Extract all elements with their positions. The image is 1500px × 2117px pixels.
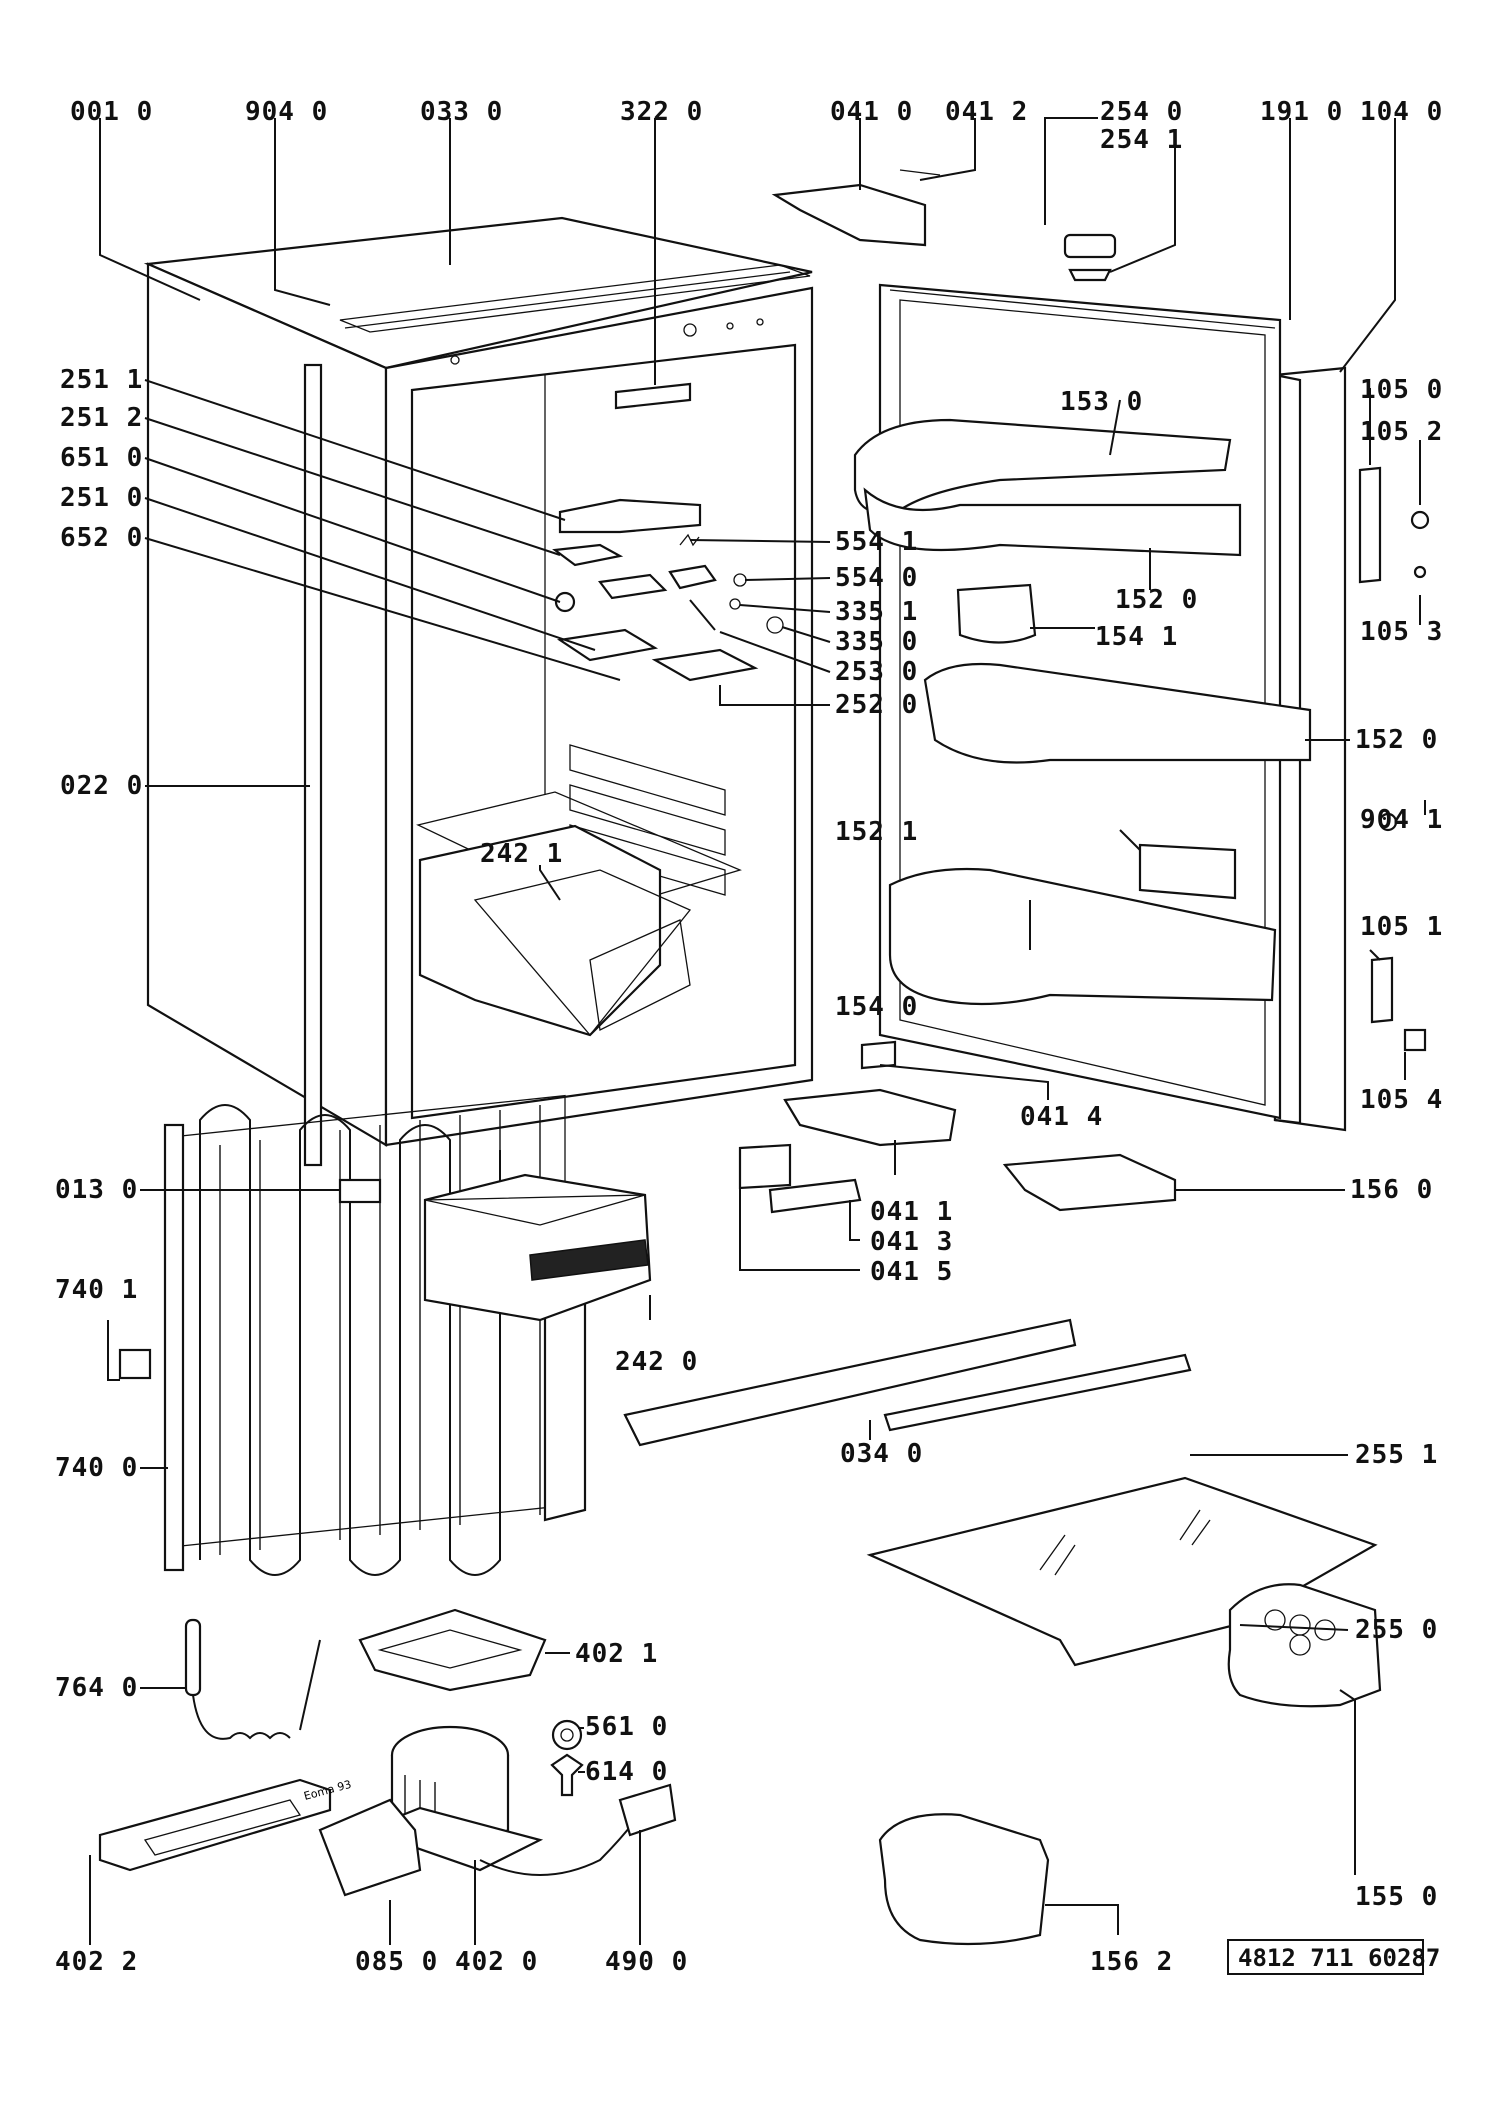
label-254-0: 254 0 bbox=[1100, 97, 1183, 127]
label-402-2: 402 2 bbox=[55, 1947, 138, 1977]
label-490-0: 490 0 bbox=[605, 1947, 688, 1977]
label-156-2: 156 2 bbox=[1090, 1947, 1173, 1977]
compressor bbox=[98, 1608, 677, 1897]
condenser-coil bbox=[118, 1094, 587, 1740]
label-251-2: 251 2 bbox=[60, 403, 143, 433]
label-105-1: 105 1 bbox=[1360, 912, 1443, 942]
label-105-4: 105 4 bbox=[1360, 1085, 1443, 1115]
label-253-0: 253 0 bbox=[835, 657, 918, 687]
document-number: 4812 711 60287 bbox=[1238, 1944, 1440, 1972]
label-740-1: 740 1 bbox=[55, 1275, 138, 1305]
label-022-0: 022 0 bbox=[60, 771, 143, 801]
label-255-1: 255 1 bbox=[1355, 1440, 1438, 1470]
label-402-0: 402 0 bbox=[455, 1947, 538, 1977]
label-041-2: 041 2 bbox=[945, 97, 1028, 127]
label-104-0: 104 0 bbox=[1360, 97, 1443, 127]
label-156-0: 156 0 bbox=[1350, 1175, 1433, 1205]
label-041-3: 041 3 bbox=[870, 1227, 953, 1257]
label-013-0: 013 0 bbox=[55, 1175, 138, 1205]
label-152-0-lower: 152 0 bbox=[1355, 725, 1438, 755]
label-105-3: 105 3 bbox=[1360, 617, 1443, 647]
door-bin-156-2 bbox=[878, 1813, 1050, 1946]
label-554-1: 554 1 bbox=[835, 527, 918, 557]
document-number-box: 4812 711 60287 bbox=[1227, 1939, 1440, 1975]
label-904-1: 904 1 bbox=[1360, 805, 1443, 835]
cabinet-body bbox=[143, 216, 814, 1167]
label-152-0-upper: 152 0 bbox=[1115, 585, 1198, 615]
label-904-0: 904 0 bbox=[245, 97, 328, 127]
label-251-1: 251 1 bbox=[60, 365, 143, 395]
door bbox=[738, 169, 1430, 1214]
label-335-1: 335 1 bbox=[835, 597, 918, 627]
label-154-0: 154 0 bbox=[835, 992, 918, 1022]
label-191-0: 191 0 bbox=[1260, 97, 1343, 127]
label-001-0: 001 0 bbox=[70, 97, 153, 127]
vegetable-bin bbox=[423, 1173, 652, 1322]
label-105-2: 105 2 bbox=[1360, 417, 1443, 447]
label-155-0: 155 0 bbox=[1355, 1882, 1438, 1912]
label-154-1: 154 1 bbox=[1095, 622, 1178, 652]
label-740-0: 740 0 bbox=[55, 1453, 138, 1483]
label-652-0: 652 0 bbox=[60, 523, 143, 553]
label-322-0: 322 0 bbox=[620, 97, 703, 127]
label-254-1: 254 1 bbox=[1100, 125, 1183, 155]
label-252-0: 252 0 bbox=[835, 690, 918, 720]
label-614-0: 614 0 bbox=[585, 1757, 668, 1787]
label-085-0: 085 0 bbox=[355, 1947, 438, 1977]
label-554-0: 554 0 bbox=[835, 563, 918, 593]
label-402-1: 402 1 bbox=[575, 1639, 658, 1669]
label-034-0: 034 0 bbox=[840, 1439, 923, 1469]
part-number-labels: 001 0 904 0 033 0 322 0 041 0 041 2 254 … bbox=[55, 97, 1443, 1977]
label-335-0: 335 0 bbox=[835, 627, 918, 657]
label-251-0: 251 0 bbox=[60, 483, 143, 513]
label-561-0: 561 0 bbox=[585, 1712, 668, 1742]
label-152-1: 152 1 bbox=[835, 817, 918, 847]
label-041-0: 041 0 bbox=[830, 97, 913, 127]
egg-tray-155 bbox=[1227, 1583, 1382, 1708]
label-041-1: 041 1 bbox=[870, 1197, 953, 1227]
label-041-5: 041 5 bbox=[870, 1257, 953, 1287]
label-651-0: 651 0 bbox=[60, 443, 143, 473]
label-764-0: 764 0 bbox=[55, 1673, 138, 1703]
label-041-4: 041 4 bbox=[1020, 1102, 1103, 1132]
label-105-0: 105 0 bbox=[1360, 375, 1443, 405]
leader-lines bbox=[89, 117, 1426, 1945]
label-153-0: 153 0 bbox=[1060, 387, 1143, 417]
label-255-0: 255 0 bbox=[1355, 1615, 1438, 1645]
label-033-0: 033 0 bbox=[420, 97, 503, 127]
label-242-0: 242 0 bbox=[615, 1347, 698, 1377]
label-242-1: 242 1 bbox=[480, 839, 563, 869]
